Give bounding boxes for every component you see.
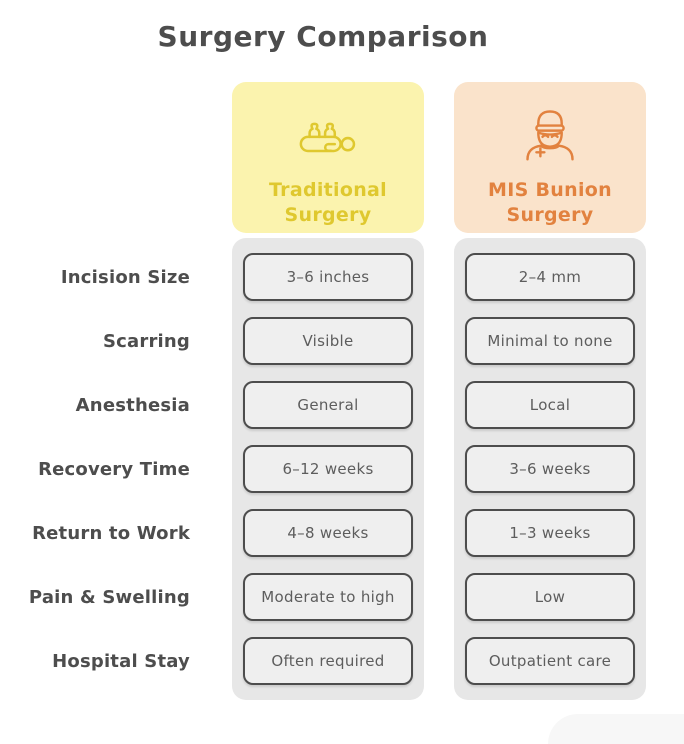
operating-table-icon	[296, 104, 360, 164]
value-cell-mis-recovery-time: 3–6 weeks	[465, 445, 635, 493]
row-label-incision-size: Incision Size	[60, 266, 190, 288]
value-cell-mis-scarring: Minimal to none	[465, 317, 635, 365]
mis-values-column: 2–4 mm Minimal to none Local 3–6 weeks 1…	[454, 238, 646, 700]
column-header-traditional-label: Traditional Surgery	[269, 179, 387, 226]
column-header-traditional: Traditional Surgery	[232, 82, 424, 233]
value-cell-traditional-anesthesia: General	[243, 381, 413, 429]
row-labels-column: Incision Size Scarring Anesthesia Recove…	[0, 238, 202, 700]
value-cell-traditional-pain-swelling: Moderate to high	[243, 573, 413, 621]
value-cell-mis-pain-swelling: Low	[465, 573, 635, 621]
value-cell-mis-hospital-stay: Outpatient care	[465, 637, 635, 685]
row-label-return-to-work: Return to Work	[32, 522, 190, 544]
column-header-mis: MIS Bunion Surgery	[454, 82, 646, 233]
row-label-pain-swelling: Pain & Swelling	[28, 586, 190, 608]
row-label-hospital-stay: Hospital Stay	[52, 650, 190, 672]
value-cell-mis-return-to-work: 1–3 weeks	[465, 509, 635, 557]
value-cell-traditional-incision-size: 3–6 inches	[243, 253, 413, 301]
value-cell-traditional-scarring: Visible	[243, 317, 413, 365]
row-label-anesthesia: Anesthesia	[75, 394, 190, 416]
column-header-mis-label: MIS Bunion Surgery	[488, 179, 612, 226]
row-label-scarring: Scarring	[102, 330, 190, 352]
watermark-shape	[548, 714, 684, 744]
value-cell-mis-anesthesia: Local	[465, 381, 635, 429]
comparison-table: Traditional Surgery MIS Bunion Surgery I…	[0, 82, 646, 700]
value-cell-mis-incision-size: 2–4 mm	[465, 253, 635, 301]
row-label-recovery-time: Recovery Time	[38, 458, 190, 480]
traditional-values-column: 3–6 inches Visible General 6–12 weeks 4–…	[232, 238, 424, 700]
value-cell-traditional-hospital-stay: Often required	[243, 637, 413, 685]
value-cell-traditional-return-to-work: 4–8 weeks	[243, 509, 413, 557]
surgeon-icon	[518, 104, 582, 164]
value-cell-traditional-recovery-time: 6–12 weeks	[243, 445, 413, 493]
header-spacer	[0, 82, 202, 233]
page-title: Surgery Comparison	[157, 20, 489, 53]
